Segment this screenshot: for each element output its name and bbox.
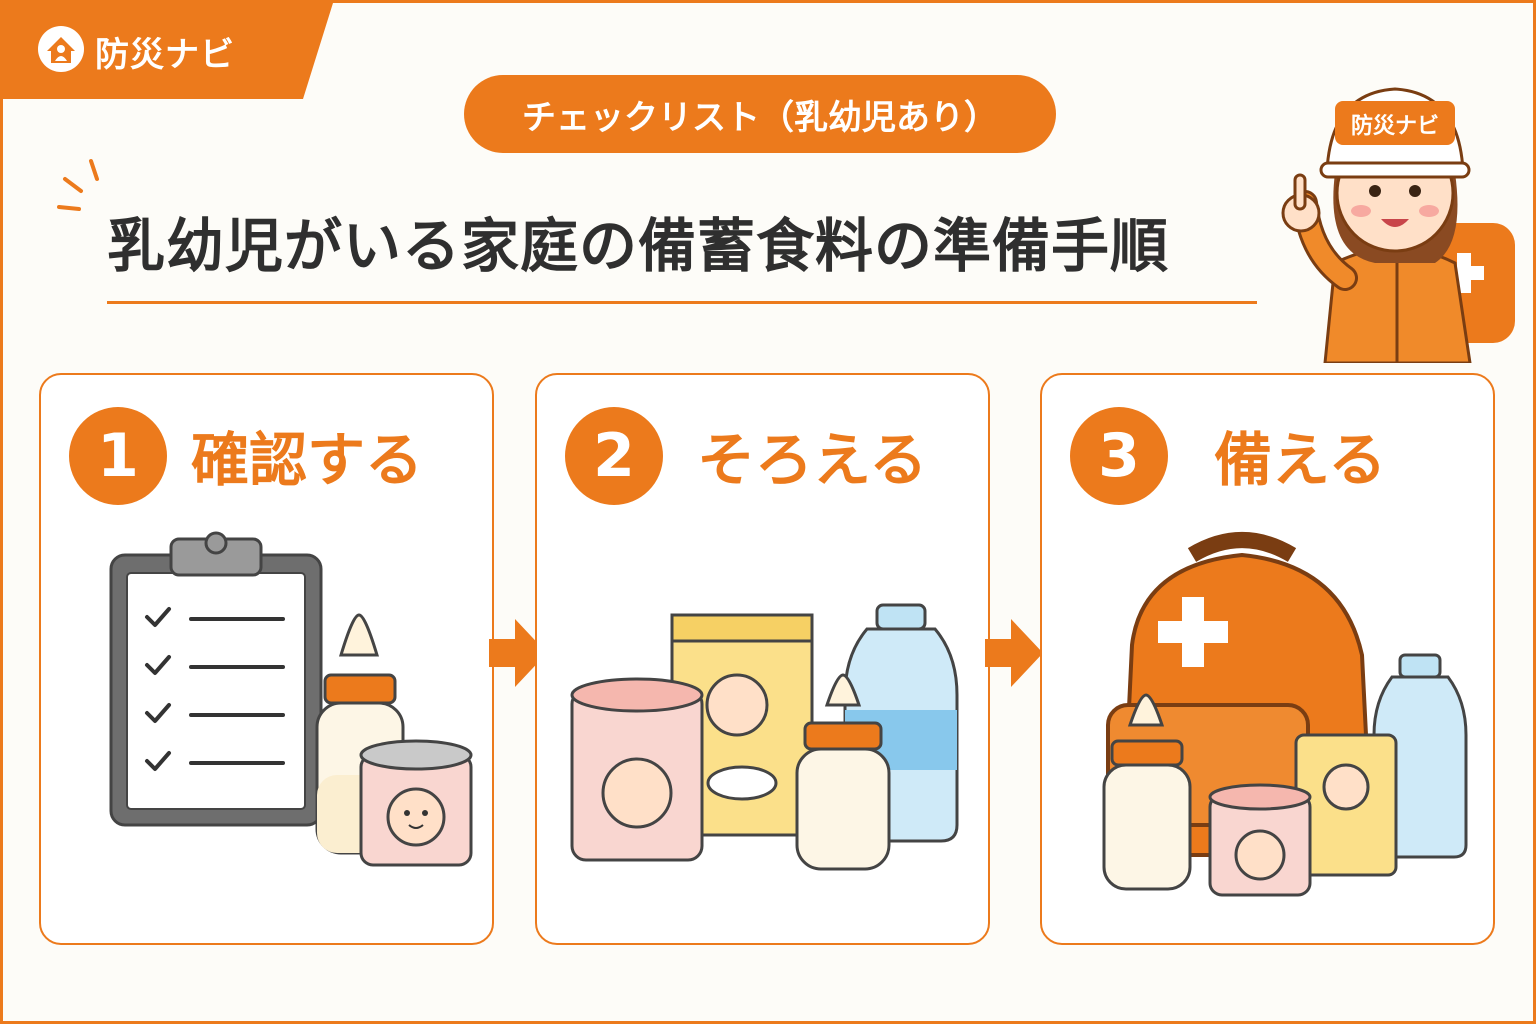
step-number: 2	[565, 407, 663, 505]
title-underline	[107, 301, 1257, 304]
checklist-badge: チェックリスト（乳幼児あり）	[464, 75, 1056, 153]
step-number: 1	[69, 407, 167, 505]
helmet-label: 防災ナビ	[1351, 114, 1439, 139]
step-card-1: 1 確認する	[39, 373, 494, 945]
checklist-illustration	[109, 531, 473, 867]
step-card-2: 2 そろえる	[535, 373, 990, 945]
step-number: 3	[1070, 407, 1168, 505]
logo-tab	[3, 3, 333, 99]
step-card-3: 3 備える	[1040, 373, 1495, 945]
house-person-icon	[38, 26, 84, 72]
mascot-illustration: 防災ナビ	[1281, 87, 1515, 363]
emphasis-marks-icon	[57, 159, 99, 211]
arrow-right-icon	[489, 619, 547, 687]
brand-name: 防災ナビ	[95, 35, 235, 75]
step-label: そろえる	[697, 426, 928, 494]
arrow-right-icon	[985, 619, 1043, 687]
page-title: 乳幼児がいる家庭の備蓄食料の準備手順	[107, 212, 1170, 280]
emergency-backpack-illustration	[1102, 532, 1468, 897]
baby-food-illustration	[570, 603, 959, 871]
step-label: 備える	[1214, 426, 1387, 494]
step-label: 確認する	[191, 426, 424, 494]
